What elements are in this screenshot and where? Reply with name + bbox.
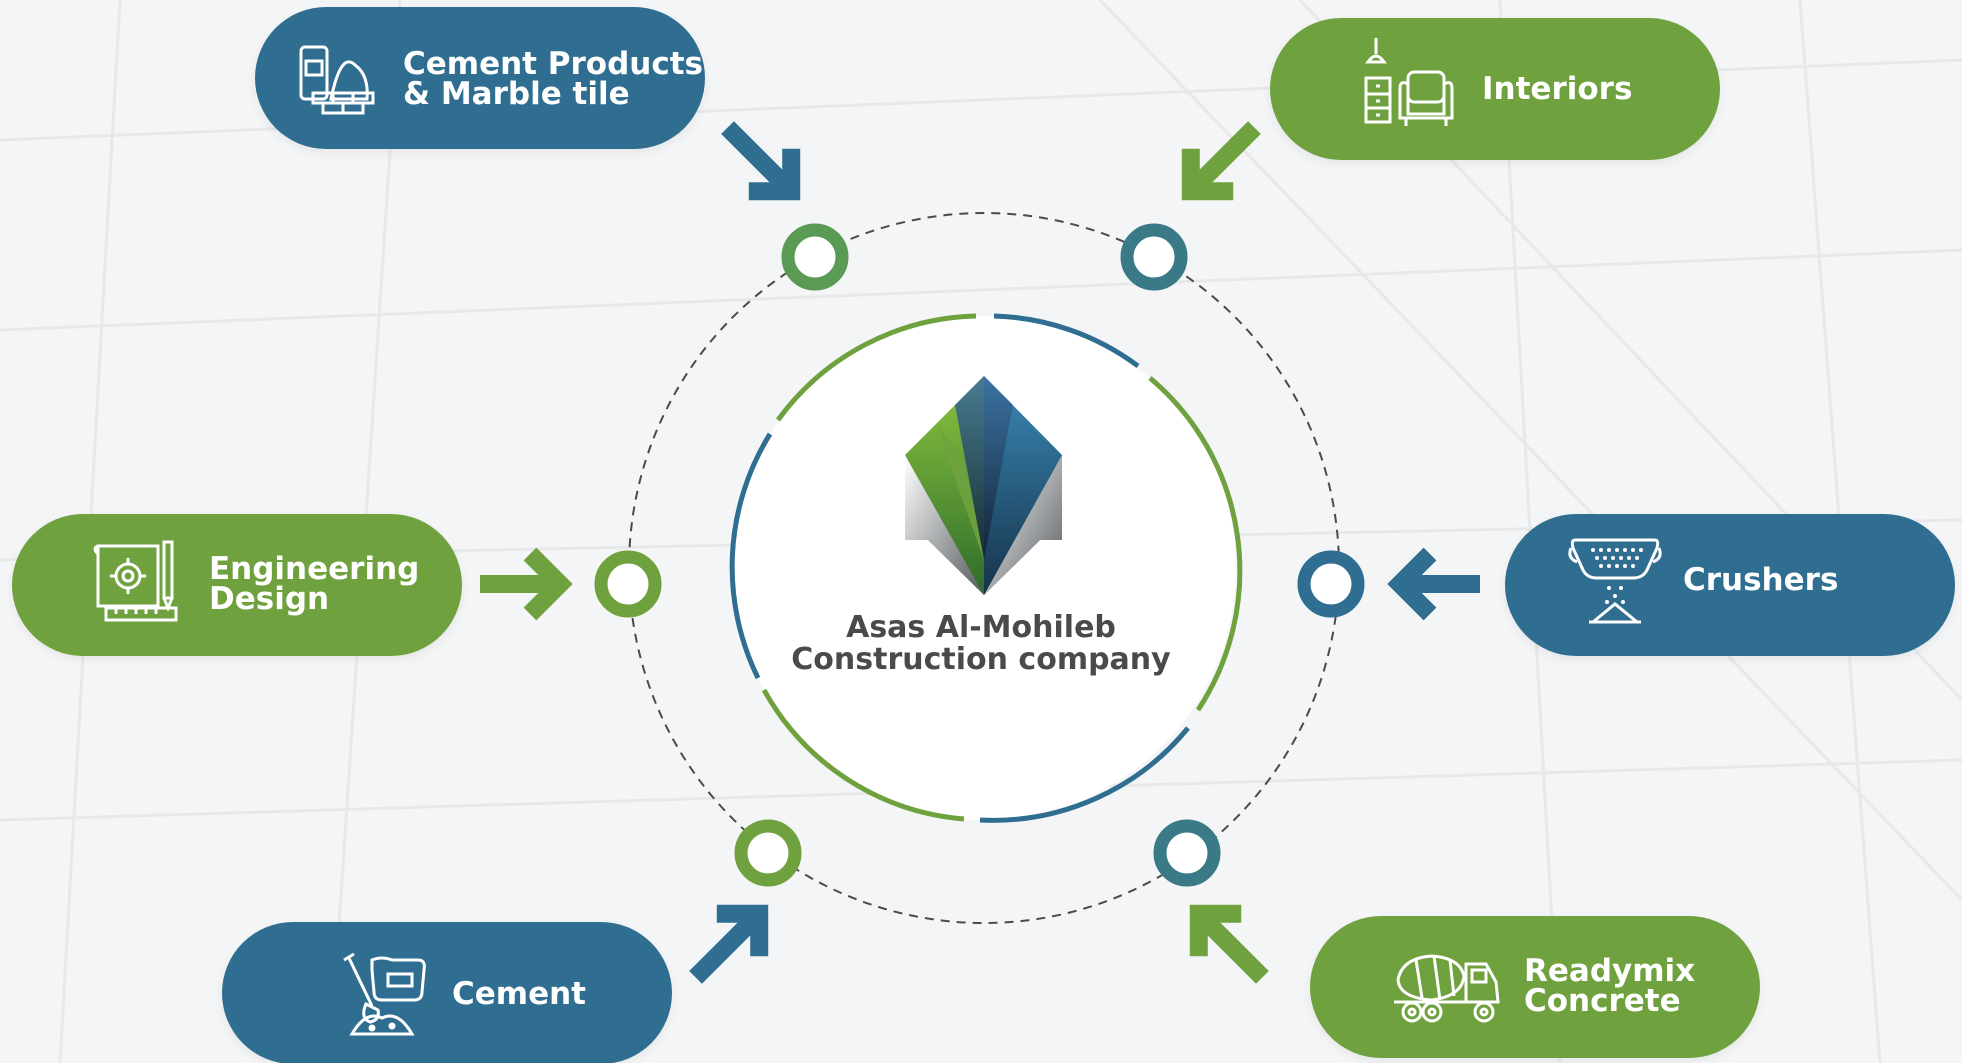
node-crushers (1297, 550, 1365, 618)
arrow-crushers-icon (1387, 547, 1480, 621)
service-readymix-label: Readymix Concrete (1524, 953, 1696, 1019)
service-interiors-label: Interiors (1482, 71, 1633, 107)
arrow-interiors-icon (1181, 121, 1261, 201)
service-cement-products-line2: & Marble tile (403, 76, 630, 112)
service-engineering-label: Engineering Design (209, 551, 420, 617)
service-cement-products[interactable]: Cement Products & Marble tile (255, 7, 705, 149)
company-name-line1: Asas Al-Mohileb (846, 610, 1116, 645)
service-cement-label: Cement (452, 976, 586, 1012)
service-readymix-line1: Readymix (1524, 953, 1696, 989)
service-crushers[interactable]: Crushers (1505, 514, 1955, 656)
arrow-cement-products-icon (721, 121, 801, 201)
cement-bag-shovel-icon (343, 952, 426, 1036)
node-engineering (594, 550, 662, 618)
service-cement-products-label: Cement Products & Marble tile (403, 46, 703, 112)
service-engineering-line2: Design (209, 581, 330, 617)
inner-ring (729, 313, 1243, 823)
service-engineering[interactable]: Engineering Design (12, 514, 462, 656)
node-interiors (1120, 223, 1188, 291)
arrow-cement-icon (689, 904, 769, 984)
service-crushers-label: Crushers (1683, 562, 1839, 598)
service-readymix-line2: Concrete (1524, 983, 1681, 1019)
service-cement-products-line1: Cement Products (403, 46, 703, 82)
arrow-engineering-icon (480, 547, 573, 621)
service-engineering-line1: Engineering (209, 551, 420, 587)
crusher-machine-icon (1568, 538, 1662, 624)
service-readymix[interactable]: Readymix Concrete (1310, 916, 1760, 1058)
node-readymix (1153, 819, 1221, 887)
node-cement (734, 819, 802, 887)
company-logo-icon (905, 376, 1062, 595)
node-cement-products (781, 223, 849, 291)
company-name: Asas Al-Mohileb Construction company (781, 612, 1181, 676)
cement-bags-bricks-icon (299, 45, 375, 115)
service-cement[interactable]: Cement (222, 922, 672, 1063)
concrete-mixer-truck-icon (1394, 954, 1500, 1023)
furniture-lamp-icon (1364, 38, 1454, 126)
company-name-line2: Construction company (791, 642, 1171, 677)
service-interiors[interactable]: Interiors (1270, 18, 1720, 160)
arrow-readymix-icon (1189, 904, 1269, 984)
blueprint-gear-icon (93, 540, 178, 622)
